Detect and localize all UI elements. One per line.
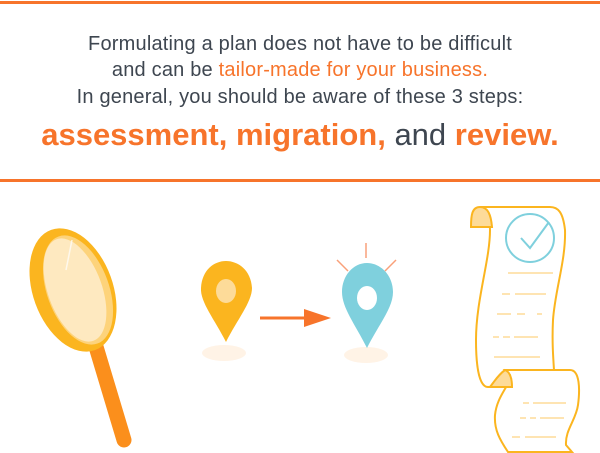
intro-line-2-prefix: and can be xyxy=(111,59,219,81)
steps-heading: assessment, migration, and review. xyxy=(0,117,600,153)
step-migration: migration, xyxy=(235,117,386,152)
step-assessment: assessment, xyxy=(41,117,228,152)
intro-line-2: and can be tailor-made for your business… xyxy=(0,59,600,82)
intro-line-1: Formulating a plan does not have to be d… xyxy=(88,33,512,55)
top-divider xyxy=(0,1,600,4)
location-pin-icon xyxy=(336,243,397,363)
intro-highlight: tailor-made for your business. xyxy=(218,59,489,81)
arrow-right-icon xyxy=(260,309,331,327)
illustrations xyxy=(29,205,580,453)
location-pin-icon xyxy=(200,261,252,361)
bottom-divider xyxy=(0,179,600,182)
steps-conjunction: and xyxy=(394,117,447,152)
intro-line-3: In general, you should be aware of these… xyxy=(76,86,524,108)
step-review: review. xyxy=(454,117,559,152)
magnifying-glass-icon xyxy=(29,228,132,448)
checklist-scroll-icon xyxy=(469,205,580,453)
